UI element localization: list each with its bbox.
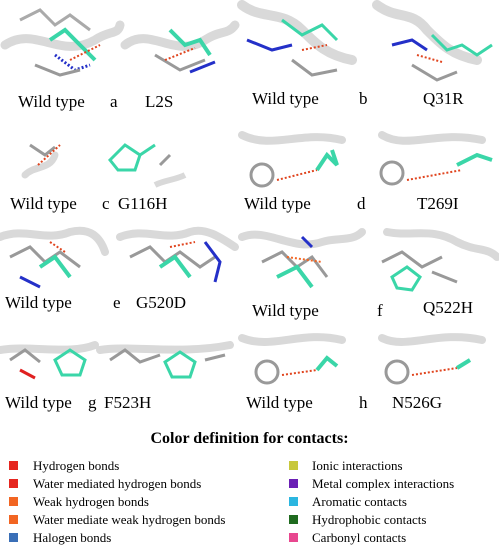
mutant-label: Q522H: [423, 298, 474, 317]
panel-b: Wild type b Q31R: [237, 0, 499, 120]
panel-f: Wild type f Q522H: [238, 222, 499, 322]
panel-d: Wild type d T269I: [238, 125, 499, 220]
wild-type-structure-a: [0, 8, 240, 77]
legend-swatch: [289, 515, 298, 524]
panel-letter: a: [110, 92, 118, 111]
wild-type-label: Wild type: [18, 92, 85, 111]
legend-swatch: [289, 461, 298, 470]
wild-type-structure-b: [237, 0, 493, 82]
mutant-label: T269I: [417, 194, 459, 213]
legend-swatch: [9, 533, 18, 542]
legend-item-label: Ionic interactions: [312, 458, 403, 473]
legend-item-label: Weak hydrogen bonds: [33, 494, 149, 509]
wild-type-structure-c: [21, 143, 187, 188]
panel-a: Wild type a L2S: [0, 0, 240, 120]
legend-swatch: [9, 497, 18, 506]
wild-type-label: Wild type: [244, 194, 311, 213]
mutant-label: Q31R: [423, 89, 464, 108]
legend-item-label: Hydrophobic contacts: [312, 512, 427, 527]
mutant-label: F523H: [104, 393, 152, 412]
mutant-label: G116H: [118, 194, 168, 213]
wild-type-label: Wild type: [10, 194, 77, 213]
legend-item-label: Metal complex interactions: [312, 476, 455, 491]
legend-item-label: Water mediate weak hydrogen bonds: [33, 512, 226, 527]
panel-c: Wild type c G116H: [0, 125, 240, 220]
wild-type-structure-g: [0, 341, 234, 380]
legend-swatch: [289, 533, 298, 542]
legend-swatch: [289, 497, 298, 506]
mutant-label: L2S: [145, 92, 174, 111]
panel-letter: b: [359, 89, 368, 108]
wild-type-label: Wild type: [252, 89, 319, 108]
wild-type-structure-e: [0, 226, 239, 289]
legend-swatch: [289, 479, 298, 488]
legend-item-label: Hydrogen bonds: [33, 458, 120, 473]
wild-type-structure-h: [238, 333, 486, 385]
wild-type-label: Wild type: [252, 301, 319, 320]
legend-swatch: [9, 479, 18, 488]
panel-letter: g: [88, 393, 97, 412]
mutant-label: N526G: [392, 393, 443, 412]
legend-title: Color definition for contacts:: [150, 430, 349, 447]
wild-type-label: Wild type: [5, 293, 72, 312]
mutant-label: G520D: [136, 293, 187, 312]
panel-letter: c: [102, 194, 110, 213]
wild-type-structure-d: [238, 131, 493, 188]
panel-letter: h: [359, 393, 368, 412]
panel-letter: e: [113, 293, 121, 312]
panel-g: Wild type g F523H: [0, 330, 240, 415]
panel-e: Wild type e G520D: [0, 222, 240, 322]
legend-item-label: Aromatic contacts: [312, 494, 407, 509]
legend-swatch: [9, 461, 18, 470]
wild-type-label: Wild type: [246, 393, 313, 412]
legend-item-label: Carbonyl contacts: [312, 530, 407, 545]
panel-letter: f: [377, 301, 383, 320]
panel-h: Wild type h N526G: [238, 330, 499, 415]
legend-item-label: Water mediated hydrogen bonds: [33, 476, 202, 491]
panel-letter: d: [357, 194, 366, 213]
wild-type-structure-f: [238, 228, 499, 292]
wild-type-label: Wild type: [5, 393, 72, 412]
legend-item-label: Halogen bonds: [33, 530, 112, 545]
legend-swatch: [9, 515, 18, 524]
